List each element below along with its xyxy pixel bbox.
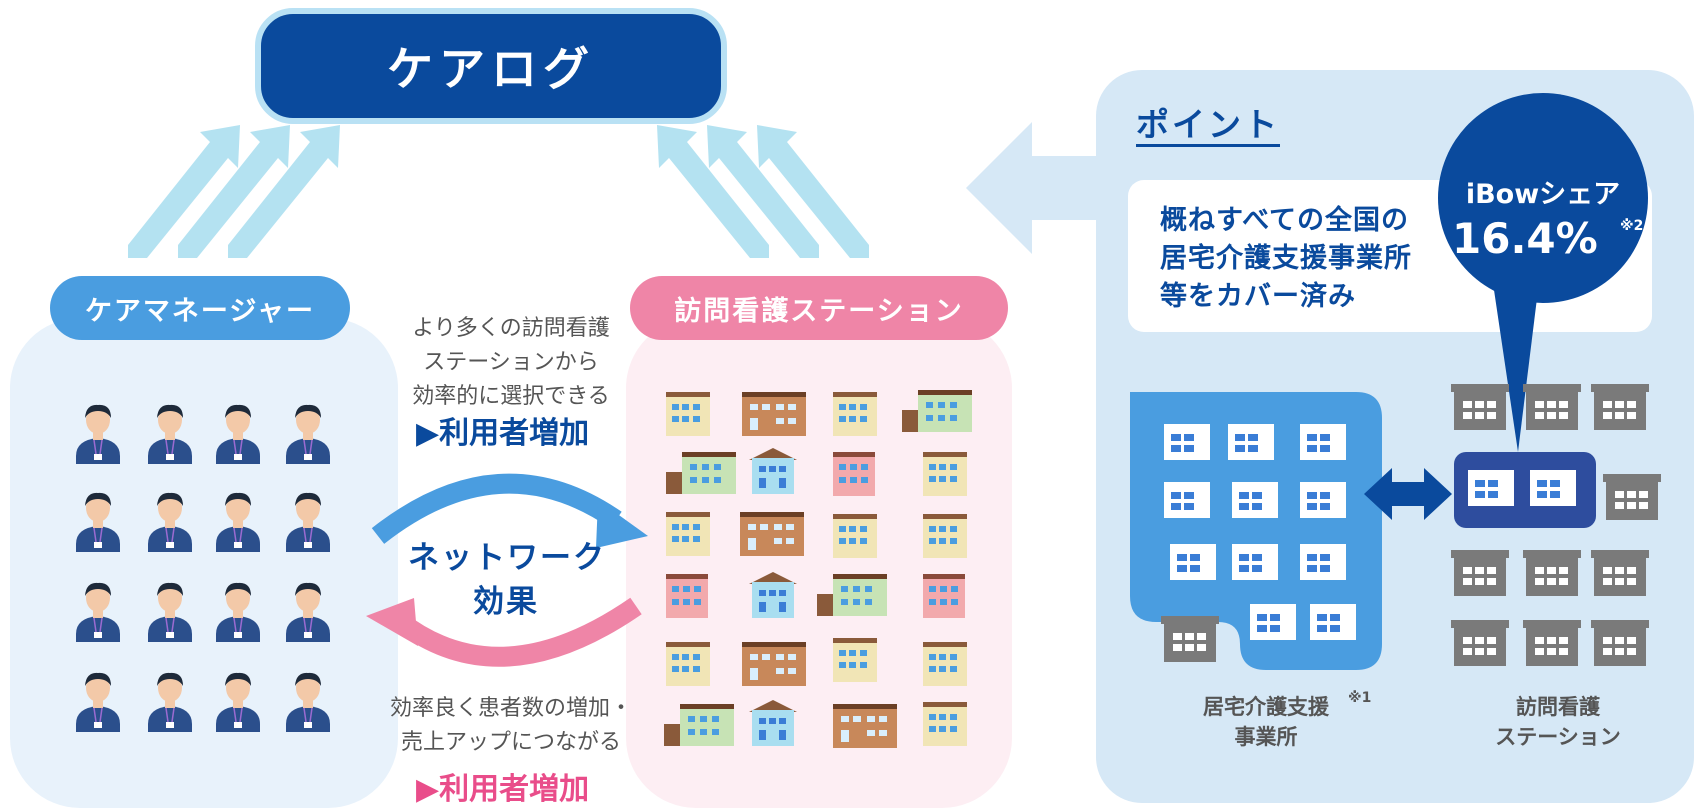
bottom-caption: 効率良く患者数の増加・ 売上アップにつながる [378,692,644,760]
share-label: iBowシェア [1465,179,1621,210]
stations-label-line: ステーション [1495,725,1621,749]
share-value: 16.4% [1452,214,1598,263]
stations-label-line: 訪問看護 [1516,695,1600,719]
gray-office-building [1161,616,1219,662]
point-description-line: 概ねすべての全国の [1160,205,1410,236]
care-manager-label-text: ケアマネージャー [84,295,316,327]
bottom-caption-line: 売上アップにつながる [400,730,621,755]
point-arrow [966,122,1096,254]
offices-label-line: 事業所 [1234,725,1298,749]
offices-cluster [1130,392,1382,670]
upward-arrows-right [657,125,869,258]
station-label-text: 訪問看護ステーション [674,295,964,327]
point-description: 概ねすべての全国の 居宅介護支援事業所 等をカバー済み [1160,202,1412,316]
top-result: ▶利用者増加 [416,416,590,451]
network-effect-label: ネットワーク 効果 [408,536,604,624]
bottom-caption-line: 効率良く患者数の増加・ [389,696,632,721]
offices-label: 居宅介護支援 事業所 [1186,692,1346,752]
share-bubble [1438,93,1648,303]
offices-note: ※1 [1348,690,1372,706]
title-banner: ケアログ [255,8,727,124]
top-caption-line: より多くの訪問看護 [412,316,610,341]
network-effect-line: 効果 [473,584,539,620]
top-caption-line: ステーションから [423,350,599,375]
double-arrow [1364,468,1452,520]
title-text: ケアログ [387,42,595,96]
stations-label: 訪問看護 ステーション [1472,692,1644,752]
care-manager-panel [10,318,398,808]
offices-label-line: 居宅介護支援 [1203,695,1329,719]
station-panel [626,318,1012,808]
upward-arrows-left [128,125,340,258]
network-arrow-bottom [366,598,418,646]
top-caption: より多くの訪問看護 ステーションから 効率的に選択できる [400,312,622,414]
point-description-line: 居宅介護支援事業所 [1160,243,1412,274]
point-description-line: 等をカバー済み [1160,281,1356,312]
bottom-result: ▶利用者増加 [416,772,590,807]
point-heading: ポイント [1136,105,1280,144]
top-caption-line: 効率的に選択できる [412,384,610,409]
network-arrow-top [596,500,648,548]
station-label: 訪問看護ステーション [630,276,1008,340]
share-note: ※2 [1620,218,1644,234]
care-manager-label: ケアマネージャー [50,276,350,340]
network-effect-line: ネットワーク [408,540,606,576]
